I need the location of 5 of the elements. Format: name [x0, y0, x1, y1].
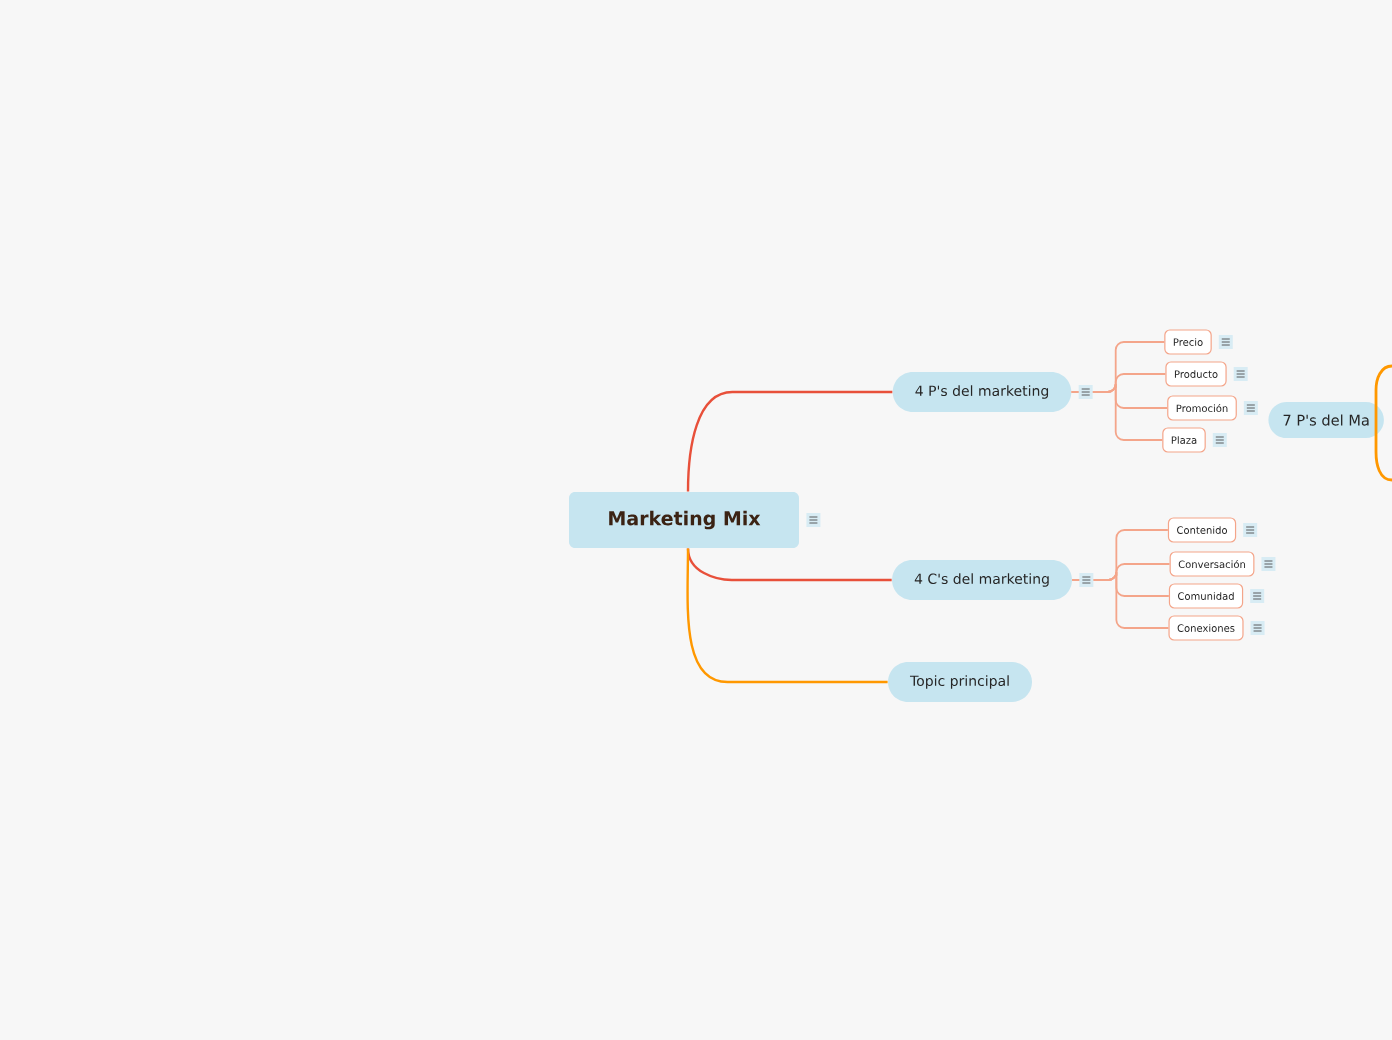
branch-line	[1070, 383, 1164, 441]
branch-line	[686, 548, 888, 684]
branch-line	[686, 548, 892, 582]
branch-line	[686, 390, 893, 492]
central-topic-box: Marketing Mix	[569, 492, 799, 548]
